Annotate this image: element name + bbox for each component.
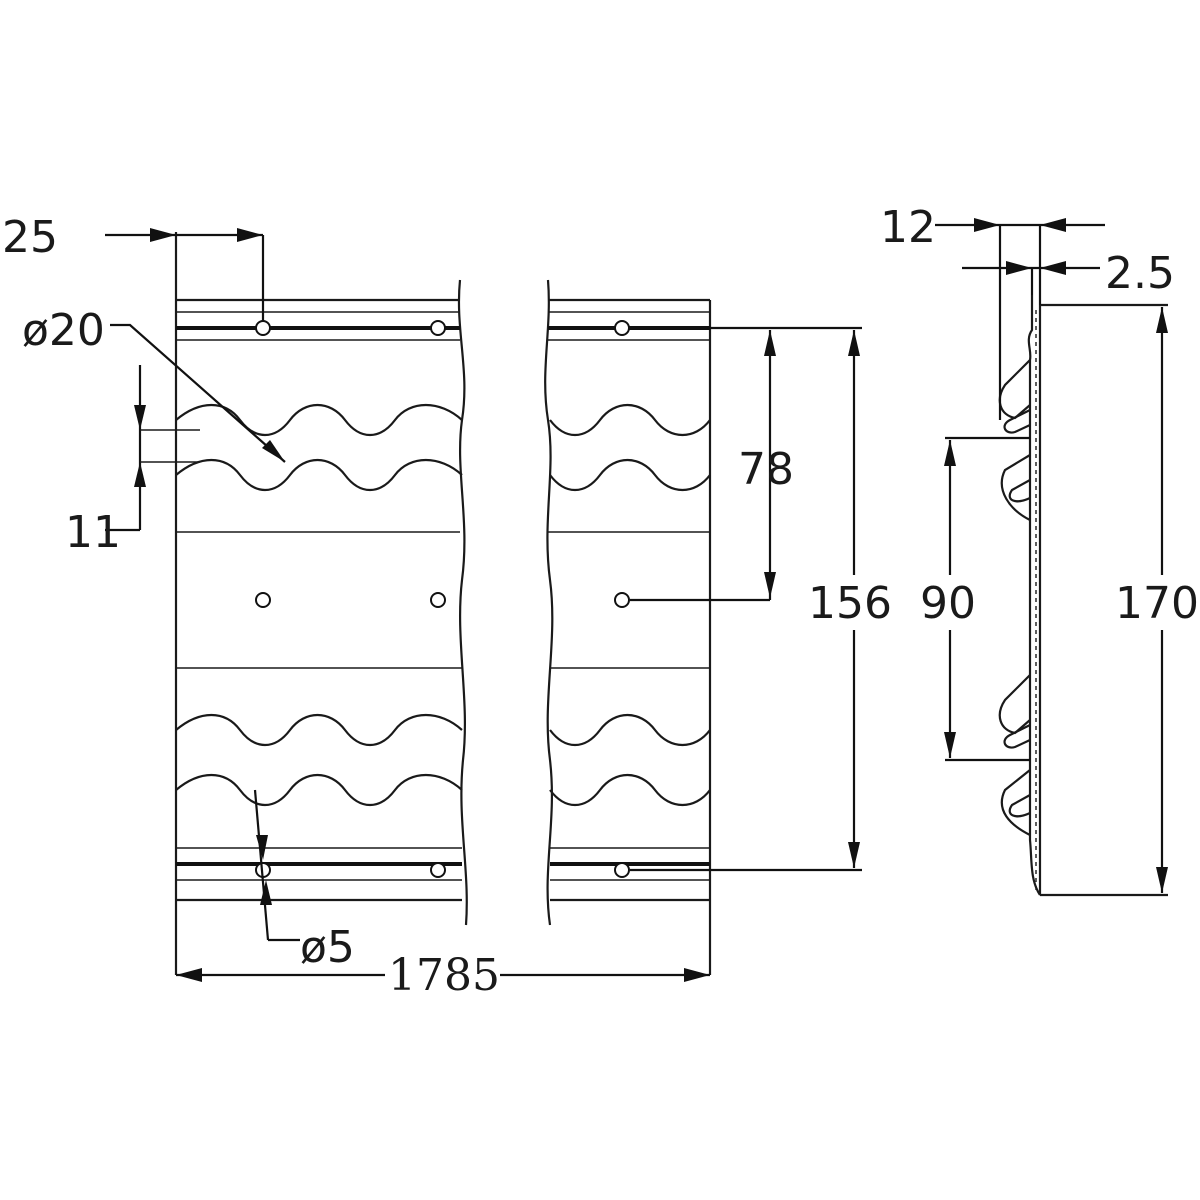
dimension-12: 12	[880, 202, 1105, 420]
label-11: 11	[65, 507, 121, 558]
label-156: 156	[808, 578, 892, 629]
hole	[430, 592, 446, 608]
front-view-left-part	[174, 232, 468, 975]
label-170: 170	[1115, 578, 1199, 629]
label-90: 90	[920, 578, 976, 629]
hole	[430, 320, 446, 336]
hole	[614, 862, 630, 878]
hole	[255, 592, 271, 608]
dimension-phi5: ø5	[253, 789, 355, 973]
label-25: 25	[2, 212, 58, 263]
dimension-2-5: 2.5	[962, 248, 1175, 299]
label-phi20: ø20	[22, 305, 105, 356]
dimension-25: 25	[2, 212, 265, 322]
hole	[614, 320, 630, 336]
side-view-profile	[998, 295, 1168, 897]
hole	[255, 320, 271, 336]
dimension-170: 170	[1115, 307, 1199, 893]
dimension-156: 156	[630, 326, 892, 872]
dimension-78: 78	[630, 326, 794, 602]
label-12: 12	[880, 202, 936, 253]
dimension-11: 11	[65, 365, 200, 558]
dimension-1785: 1785	[176, 950, 710, 1001]
dimension-phi20: ø20	[22, 305, 286, 463]
dimension-90: 90	[920, 436, 1030, 762]
label-2-5: 2.5	[1105, 248, 1175, 299]
label-1785: 1785	[388, 950, 500, 1001]
front-view-right-part	[544, 279, 712, 975]
label-phi5: ø5	[300, 922, 355, 973]
hole	[614, 592, 630, 608]
hole	[430, 862, 446, 878]
label-78: 78	[738, 444, 794, 495]
